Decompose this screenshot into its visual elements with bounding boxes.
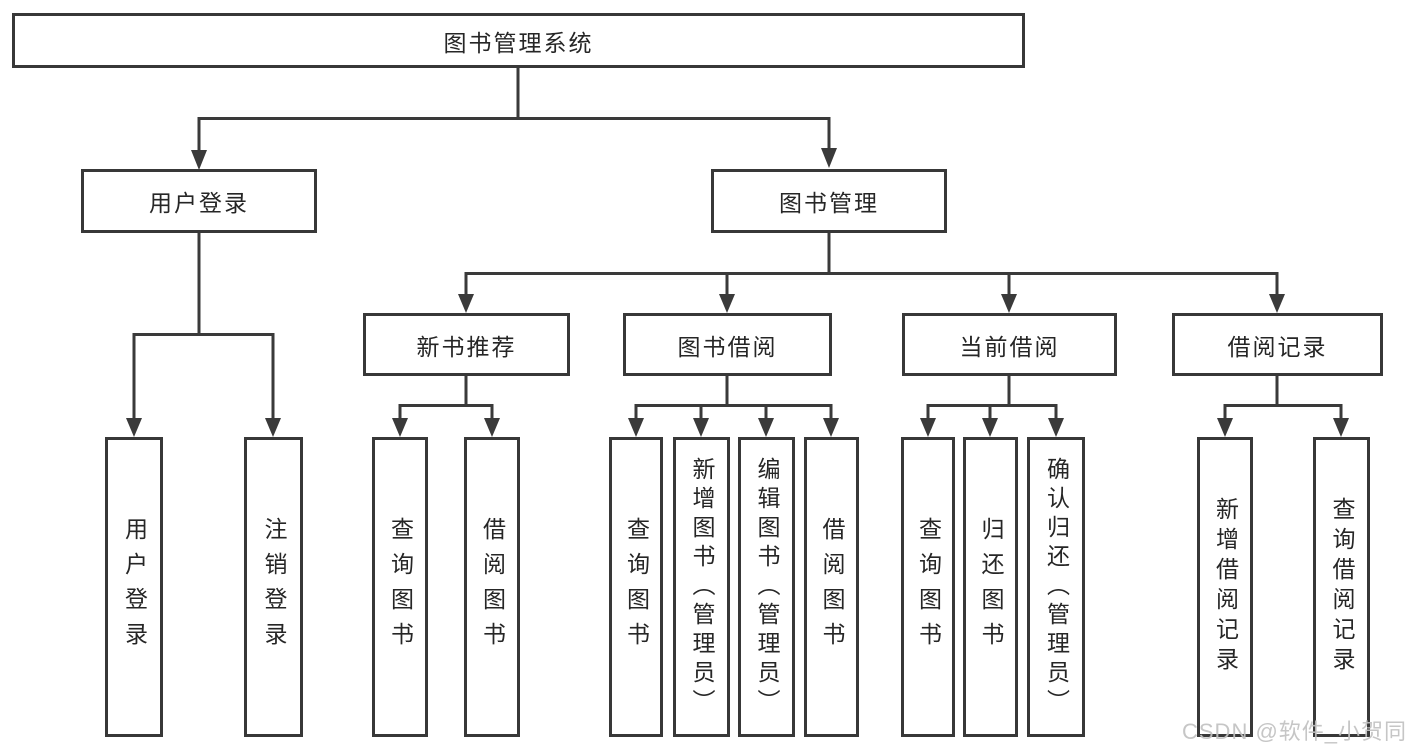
arrowheads	[126, 148, 1349, 437]
leaf-logout: 注销登录	[244, 437, 303, 737]
arrow-icon	[392, 418, 408, 437]
arrow-icon	[1333, 418, 1349, 437]
leaf-currentborrow-confirm: 确认归还（管理员）	[1027, 437, 1085, 737]
leaf-currentborrow-return-label: 归还图书	[978, 517, 1004, 657]
leaf-currentborrow-search-label: 查询图书	[915, 517, 942, 657]
arrow-icon	[1048, 418, 1064, 437]
arrow-icon	[719, 294, 735, 313]
node-user-login-label: 用户登录	[149, 190, 249, 216]
leaf-records-search: 查询借阅记录	[1313, 437, 1370, 737]
edge-currentborrow-to-leaves	[926, 376, 1058, 418]
leaf-bookborrow-edit: 编辑图书（管理员）	[738, 437, 795, 737]
leaf-bookborrow-add: 新增图书（管理员）	[673, 437, 730, 737]
leaf-records-search-label: 查询借阅记录	[1329, 497, 1355, 677]
leaf-bookborrow-edit-label: 编辑图书（管理员）	[754, 456, 780, 718]
arrow-icon	[484, 418, 500, 437]
leaf-bookborrow-borrow: 借阅图书	[804, 437, 859, 737]
arrow-icon	[982, 418, 998, 437]
leaf-user-login: 用户登录	[105, 437, 163, 737]
arrow-icon	[628, 418, 644, 437]
node-root-label: 图书管理系统	[443, 29, 594, 56]
arrow-icon	[1001, 294, 1017, 313]
node-borrow-records: 借阅记录	[1172, 313, 1383, 376]
arrow-icon	[920, 418, 936, 437]
edge-bookborrow-to-leaves	[634, 376, 833, 418]
leaf-user-login-label: 用户登录	[121, 517, 148, 657]
leaf-newbooks-borrow-label: 借阅图书	[479, 517, 506, 657]
leaf-currentborrow-search: 查询图书	[901, 437, 955, 737]
node-new-books: 新书推荐	[363, 313, 570, 376]
node-current-borrow-label: 当前借阅	[959, 333, 1060, 360]
node-current-borrow: 当前借阅	[902, 313, 1117, 376]
leaf-newbooks-search: 查询图书	[372, 437, 428, 737]
leaf-logout-label: 注销登录	[261, 517, 287, 657]
node-root: 图书管理系统	[12, 13, 1025, 68]
arrow-icon	[191, 150, 207, 170]
edge-bookmgmt-to-level3	[464, 233, 1279, 294]
edge-records-to-leaves	[1223, 376, 1343, 418]
leaf-bookborrow-search-label: 查询图书	[623, 517, 650, 657]
arrow-icon	[693, 418, 709, 437]
arrow-icon	[126, 418, 142, 437]
arrow-icon	[823, 418, 839, 437]
node-book-mgmt: 图书管理	[711, 169, 947, 233]
leaf-newbooks-search-label: 查询图书	[387, 517, 414, 657]
leaf-records-add: 新增借阅记录	[1197, 437, 1253, 737]
leaf-bookborrow-add-label: 新增图书（管理员）	[689, 456, 715, 718]
node-new-books-label: 新书推荐	[416, 333, 517, 360]
node-book-borrow: 图书借阅	[623, 313, 832, 376]
arrow-icon	[821, 148, 837, 168]
node-book-borrow-label: 图书借阅	[677, 333, 778, 360]
edge-root-to-level2	[197, 68, 831, 151]
leaf-newbooks-borrow: 借阅图书	[464, 437, 520, 737]
arrow-icon	[1217, 418, 1233, 437]
leaf-bookborrow-borrow-label: 借阅图书	[819, 517, 845, 657]
node-user-login: 用户登录	[81, 169, 317, 233]
arrow-icon	[458, 294, 474, 313]
leaf-currentborrow-return: 归还图书	[963, 437, 1018, 737]
arrow-icon	[1269, 294, 1285, 313]
arrow-icon	[265, 418, 281, 437]
csdn-watermark: CSDN @软件_小贺同学	[1182, 719, 1405, 744]
edge-newbooks-to-leaves	[398, 376, 494, 418]
arrow-icon	[758, 418, 774, 437]
leaf-records-add-label: 新增借阅记录	[1212, 497, 1239, 677]
node-book-mgmt-label: 图书管理	[779, 190, 879, 216]
node-borrow-records-label: 借阅记录	[1227, 333, 1328, 360]
leaf-bookborrow-search: 查询图书	[609, 437, 663, 737]
leaf-currentborrow-confirm-label: 确认归还（管理员）	[1043, 456, 1070, 718]
edge-userlogin-to-leaves	[132, 233, 275, 418]
